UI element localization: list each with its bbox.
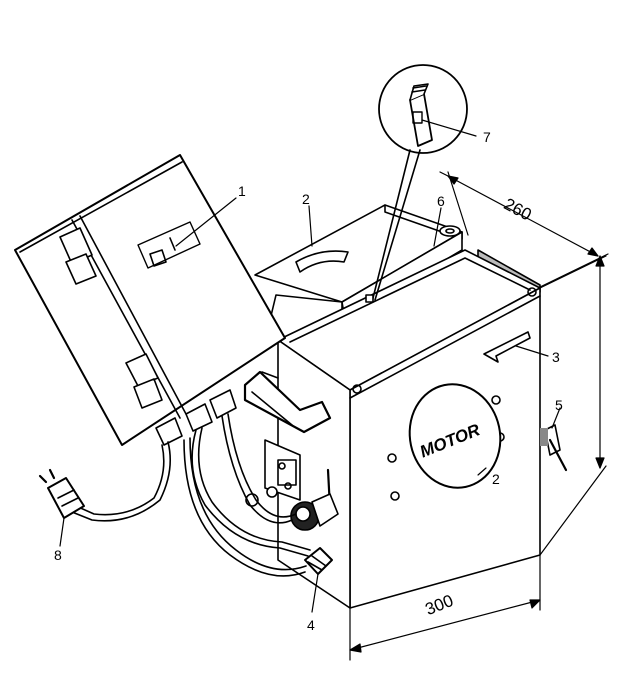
cable-glands xyxy=(155,389,237,446)
motor-oval xyxy=(408,383,502,489)
dimension-width: 300 xyxy=(423,591,456,619)
lid xyxy=(14,154,286,446)
callout-leaders xyxy=(59,119,561,613)
callout-8: 8 xyxy=(54,547,62,563)
screw-icon xyxy=(387,453,397,463)
callout-7: 7 xyxy=(483,129,491,145)
callout-1: 1 xyxy=(238,183,246,199)
side-pin xyxy=(540,424,568,472)
control-panel xyxy=(245,439,332,510)
callout-5: 5 xyxy=(555,397,563,413)
detail-circle xyxy=(365,64,468,303)
dimension-lines xyxy=(349,171,609,661)
callout-2-top: 2 xyxy=(302,191,310,207)
plug-icon xyxy=(38,468,85,519)
cables xyxy=(71,413,311,577)
screw-icon xyxy=(491,395,501,405)
knob-connector xyxy=(290,493,339,531)
screw-icon xyxy=(390,491,400,501)
cable-connector xyxy=(304,547,333,575)
callout-3: 3 xyxy=(552,349,560,365)
callout-2-motor: 2 xyxy=(492,471,500,487)
direction-arrow-icon xyxy=(483,331,531,363)
rotation-arrow-icon xyxy=(295,250,349,273)
carry-handle xyxy=(243,370,332,434)
callout-4: 4 xyxy=(307,617,315,633)
callout-6: 6 xyxy=(437,193,445,209)
